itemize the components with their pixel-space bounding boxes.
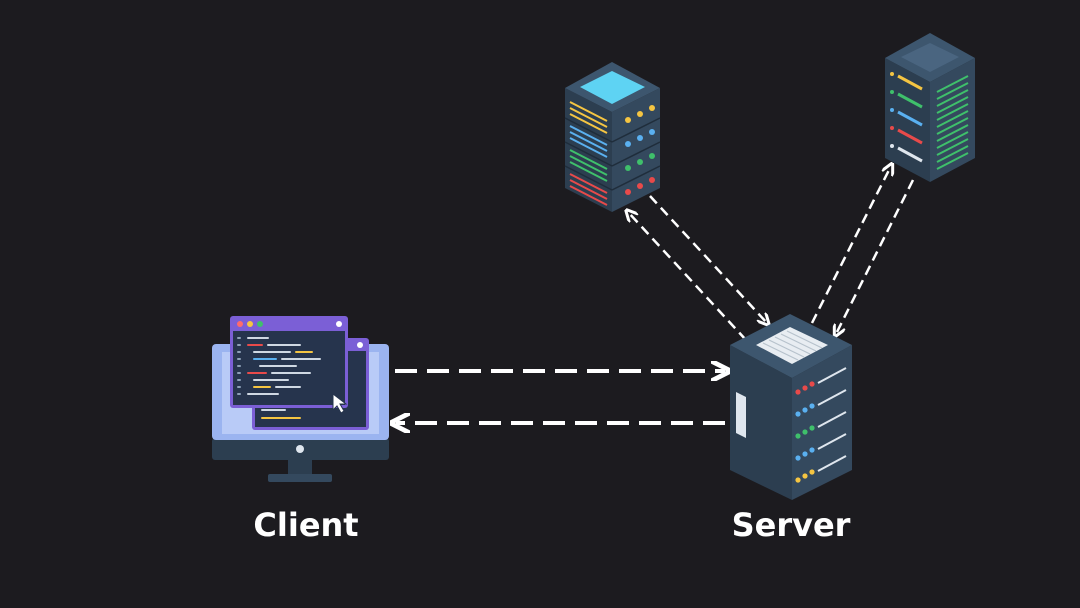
arrow-left-database-to-server (649, 195, 767, 323)
arrow-right-database-to-server (836, 179, 915, 334)
database-server-right-icon (885, 33, 975, 182)
client-label: Client (253, 506, 359, 544)
connection-arrows (395, 166, 915, 423)
database-server-left-icon (564, 62, 661, 212)
arrow-server-to-left-database (628, 212, 747, 341)
main-server-icon (730, 314, 852, 500)
server-label: Server (731, 506, 851, 544)
client-computer-icon (212, 316, 389, 482)
arrow-server-to-right-database (810, 166, 891, 324)
